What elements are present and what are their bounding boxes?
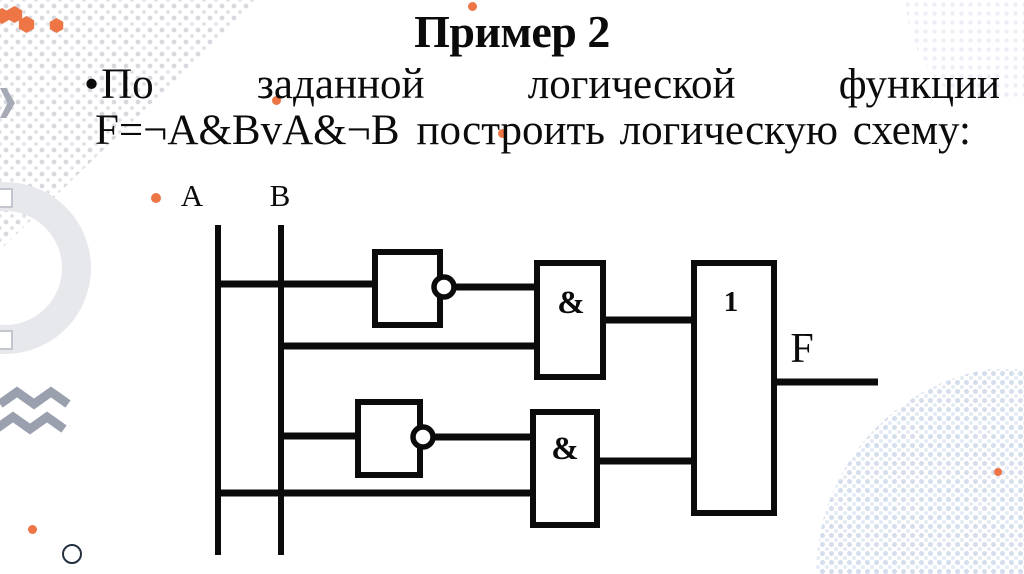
orange-dot-icon <box>498 129 507 138</box>
hexagon-icon <box>18 16 35 33</box>
body-word: логической <box>527 61 736 108</box>
slide-title: Пример 2 <box>414 6 610 57</box>
body-line-1: •По заданной логической функции <box>84 62 1000 108</box>
body-word: функции <box>838 61 1000 108</box>
hexagon-icon <box>0 8 10 24</box>
bullet-marker: • <box>84 61 100 108</box>
ring-end-cap <box>0 188 13 208</box>
body-word: •По <box>84 61 154 108</box>
input-a-label: A <box>181 178 204 213</box>
orange-dot-icon <box>151 193 161 203</box>
hexagon-icon <box>6 6 23 23</box>
and2-gate-box <box>530 409 600 528</box>
or-gate-label: 1 <box>724 286 739 318</box>
not2-gate-box <box>355 399 423 478</box>
logic-formula: F=¬A&BvA&¬B <box>95 107 400 154</box>
body-line-2: F=¬A&BvA&¬B построить логическую схему: <box>84 108 1000 154</box>
ring-end-cap <box>0 330 13 350</box>
body-word: заданной <box>256 61 425 108</box>
orange-dot-icon <box>272 96 281 105</box>
and1-gate-box <box>534 260 606 380</box>
orange-dot-icon <box>468 2 477 11</box>
not1-inversion-bubble <box>431 274 457 300</box>
zigzag-waves-icon <box>0 386 71 435</box>
orange-dot-icon <box>994 468 1002 476</box>
slide-body: •По заданной логической функции F=¬A&BvA… <box>84 62 1000 154</box>
circle-outline-icon <box>62 544 82 564</box>
not1-gate-box <box>372 249 443 328</box>
orange-dot-icon <box>28 525 37 534</box>
body-line-2-text: построить логическую схему: <box>416 107 971 154</box>
or-gate-box <box>691 260 777 516</box>
and2-gate-label: & <box>551 431 579 467</box>
and1-gate-label: & <box>557 285 585 321</box>
hexagon-icon <box>49 18 64 33</box>
input-b-label: B <box>270 178 291 213</box>
output-f-label: F <box>790 326 813 372</box>
not2-inversion-bubble <box>410 424 436 450</box>
